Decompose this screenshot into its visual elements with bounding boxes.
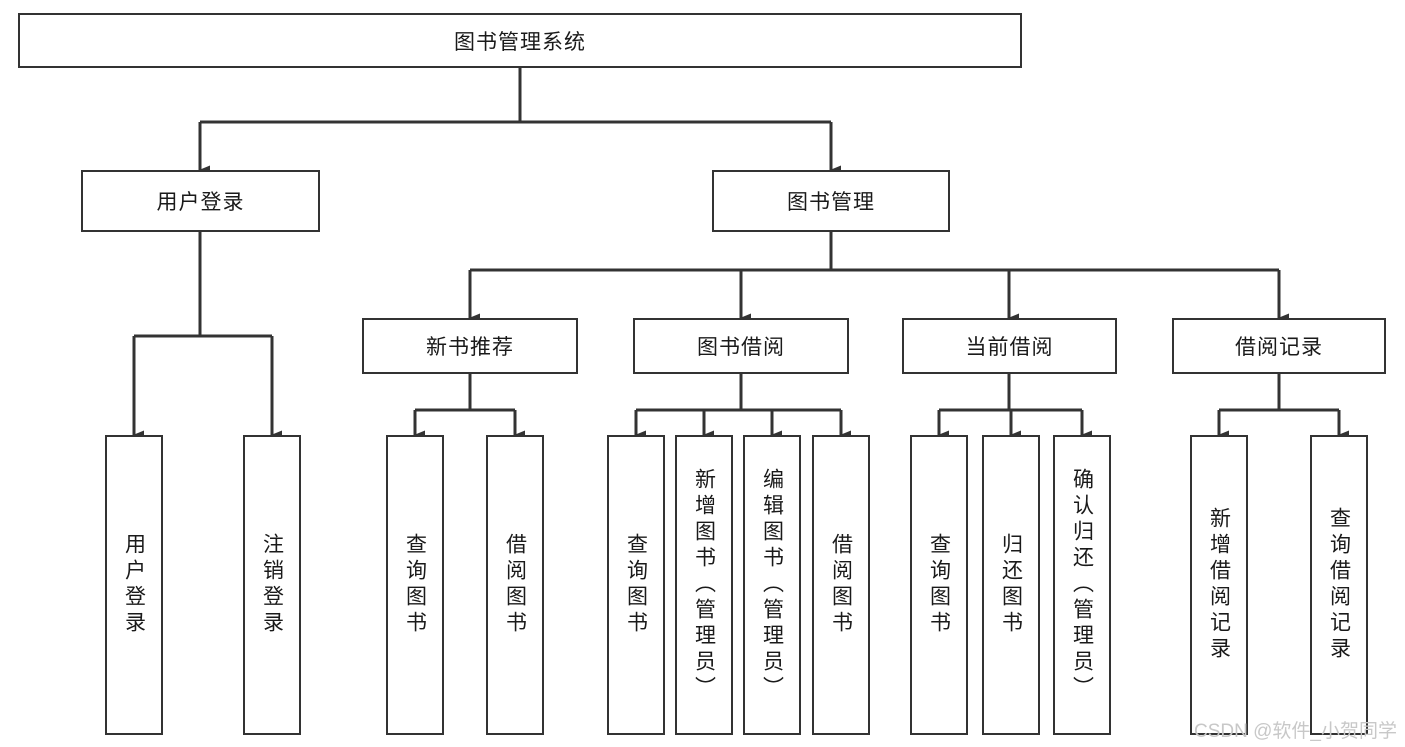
leaf-node-4[interactable]: 查询图书 bbox=[607, 435, 665, 735]
leaf-node-8[interactable]: 查询图书 bbox=[910, 435, 968, 735]
node-label: 借阅图书 bbox=[829, 533, 853, 637]
leaf-node-11[interactable]: 新增借阅记录 bbox=[1190, 435, 1248, 735]
node-label: 编辑图书（管理员） bbox=[760, 468, 784, 702]
node-label: 确认归还（管理员） bbox=[1070, 468, 1094, 702]
level2-node-0[interactable]: 用户登录 bbox=[81, 170, 320, 232]
node-label: 查询图书 bbox=[624, 533, 648, 637]
node-label: 当前借阅 bbox=[965, 336, 1054, 359]
node-label: 图书管理系统 bbox=[454, 30, 586, 54]
leaf-node-10[interactable]: 确认归还（管理员） bbox=[1053, 435, 1111, 735]
root-node-0[interactable]: 图书管理系统 bbox=[18, 13, 1022, 68]
level3-node-2[interactable]: 当前借阅 bbox=[902, 318, 1117, 374]
leaf-node-5[interactable]: 新增图书（管理员） bbox=[675, 435, 733, 735]
node-label: 新增借阅记录 bbox=[1207, 507, 1231, 663]
leaf-node-0[interactable]: 用户登录 bbox=[105, 435, 163, 735]
node-label: 借阅图书 bbox=[503, 533, 527, 637]
leaf-node-9[interactable]: 归还图书 bbox=[982, 435, 1040, 735]
node-label: 新书推荐 bbox=[426, 336, 514, 359]
leaf-node-2[interactable]: 查询图书 bbox=[386, 435, 444, 735]
level2-node-1[interactable]: 图书管理 bbox=[712, 170, 950, 232]
node-label: 借阅记录 bbox=[1235, 336, 1323, 359]
node-label: 查询借阅记录 bbox=[1327, 507, 1351, 663]
node-label: 注销登录 bbox=[260, 533, 284, 637]
node-label: 查询图书 bbox=[403, 533, 427, 637]
node-label: 用户登录 bbox=[156, 191, 245, 214]
node-label: 查询图书 bbox=[927, 533, 951, 637]
leaf-node-3[interactable]: 借阅图书 bbox=[486, 435, 544, 735]
level3-node-3[interactable]: 借阅记录 bbox=[1172, 318, 1386, 374]
leaf-node-1[interactable]: 注销登录 bbox=[243, 435, 301, 735]
leaf-node-12[interactable]: 查询借阅记录 bbox=[1310, 435, 1368, 735]
node-label: 用户登录 bbox=[122, 533, 146, 637]
level3-node-0[interactable]: 新书推荐 bbox=[362, 318, 578, 374]
node-label: 图书管理 bbox=[787, 191, 875, 214]
leaf-node-7[interactable]: 借阅图书 bbox=[812, 435, 870, 735]
level3-node-1[interactable]: 图书借阅 bbox=[633, 318, 849, 374]
csdn-watermark: CSDN @软件_小贺同学 bbox=[1194, 721, 1397, 742]
leaf-node-6[interactable]: 编辑图书（管理员） bbox=[743, 435, 801, 735]
node-label: 归还图书 bbox=[999, 533, 1023, 637]
node-label: 图书借阅 bbox=[697, 336, 785, 359]
node-label: 新增图书（管理员） bbox=[692, 468, 716, 702]
